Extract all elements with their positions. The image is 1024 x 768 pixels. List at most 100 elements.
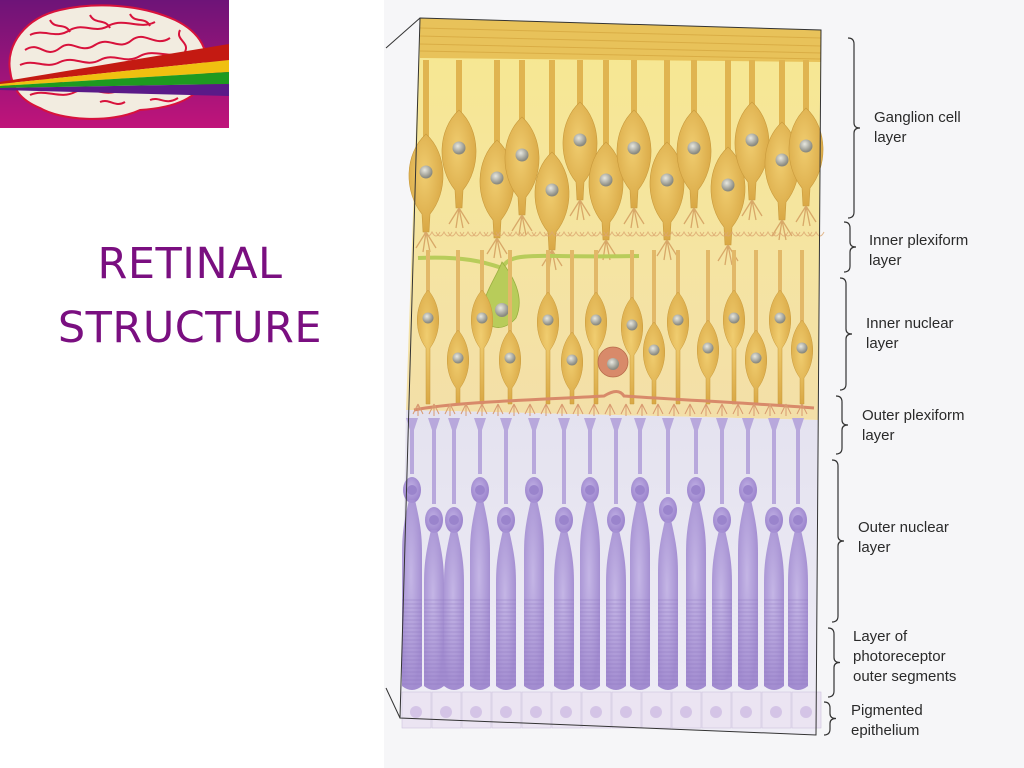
photoreceptor-terminal [428,418,440,504]
photoreceptor-terminal [610,418,622,504]
label-line: layer [866,335,899,352]
ganglion-nucleus [799,139,813,153]
label-outer-plexiform-layer: Outer plexiform layer [862,406,965,446]
bipolar-process [546,250,550,298]
photoreceptor-terminal [716,418,728,504]
ganglion-dendrite [448,207,470,229]
horizontal-cell-process [413,390,815,412]
label-line: Layer of [853,628,908,645]
bipolar-process [426,250,430,296]
photoreceptor-inner-segment [606,530,626,690]
bipolar-nucleus [504,352,516,364]
bipolar-nucleus [422,312,434,324]
synaptic-terminal [796,403,808,416]
ganglion-dendrite [656,239,678,261]
bipolar-nucleus [750,352,762,364]
photoreceptor-inner-segment [554,530,574,690]
epithelium-nucleus [620,706,632,718]
synaptic-terminal [668,403,680,416]
synaptic-terminal [780,403,792,416]
synaptic-terminal [412,403,424,416]
bipolar-nucleus [542,314,554,326]
photoreceptor-inner-segment [738,500,758,690]
photoreceptor-nucleus [663,505,673,515]
label-inner-plexiform-layer: Inner plexiform layer [869,231,968,271]
photoreceptor-nucleus [585,485,595,495]
bipolar-nucleus [626,319,638,331]
bipolar-nucleus [452,352,464,364]
ganglion-axon [691,60,697,118]
synaptic-terminal [556,403,568,416]
ganglion-dendrite [771,219,793,241]
ganglion-nucleus [515,148,529,162]
label-pigmented-epithelium: Pigmented epithelium [851,701,923,741]
label-line: Outer nuclear [858,519,949,536]
bipolar-nucleus [672,314,684,326]
synaptic-terminal [684,403,696,416]
ganglion-axon [664,60,670,150]
outer-plexiform-group [412,390,815,416]
photoreceptor-nucleus [717,515,727,525]
ganglion-nucleus [627,141,641,155]
bipolar-nucleus [774,312,786,324]
photoreceptor-inner-segment [658,520,678,690]
bipolar-nucleus [566,354,578,366]
layer-brace [831,459,845,623]
ganglion-dendrite [415,231,437,253]
synaptic-terminal [716,403,728,416]
photoreceptor-inner-segment [524,500,544,690]
horizontal-nucleus [607,358,619,370]
ganglion-nucleus [599,173,613,187]
photoreceptor-terminal [792,418,804,504]
ganglion-nucleus [660,173,674,187]
ganglion-nucleus [687,141,701,155]
synaptic-terminal [748,403,760,416]
label-line: layer [874,129,907,146]
retina-layers-diagram [385,17,861,736]
synaptic-terminal [428,403,440,416]
epithelium-nucleus [680,706,692,718]
synaptic-terminal [620,403,632,416]
ganglion-nucleus [545,183,559,197]
bipolar-cell [561,331,583,405]
slide-title-line-1: RETINAL [97,239,283,289]
epithelium-nucleus [560,706,572,718]
perspective-line-top [385,17,421,49]
ganglion-nucleus [452,141,466,155]
photoreceptor-inner-segment [444,530,464,690]
photoreceptor-nucleus [429,515,439,525]
bipolar-process [706,250,710,326]
layer-brace [835,395,849,455]
ganglion-axon [749,60,755,110]
epithelium-nucleus [500,706,512,718]
layer-brace [823,701,837,736]
epithelium-cell [701,691,732,729]
photoreceptor-terminal [474,418,486,474]
photoreceptor-inner-segment [424,530,444,690]
slide-title-line-2: STRUCTURE [57,303,323,353]
photoreceptor-nucleus [407,485,417,495]
synaptic-terminal [588,403,600,416]
photoreceptor-terminal [406,418,418,474]
ganglion-dendrite [741,199,763,221]
photoreceptor-inner-segment [630,500,650,690]
ganglion-axon [803,60,809,116]
photoreceptor-nucleus [449,515,459,525]
photoreceptor-inner-segment [764,530,784,690]
photoreceptor-inner-segment [580,500,600,690]
photoreceptor-terminal [742,418,754,474]
ganglion-dendrite [795,205,817,227]
ganglion-nucleus [775,153,789,167]
label-inner-nuclear-layer: Inner nuclear layer [866,314,954,354]
bipolar-nucleus [476,312,488,324]
ganglion-dendrite [569,199,591,221]
photoreceptor-nucleus [475,485,485,495]
bipolar-process [652,250,656,328]
ganglion-nucleus [745,133,759,147]
inner-nuclear-cell-group [417,250,813,405]
ganglion-axon [456,60,462,118]
bipolar-process [480,250,484,296]
synaptic-terminal [636,403,648,416]
bipolar-nucleus [796,342,808,354]
perspective-line-bottom [385,687,401,719]
